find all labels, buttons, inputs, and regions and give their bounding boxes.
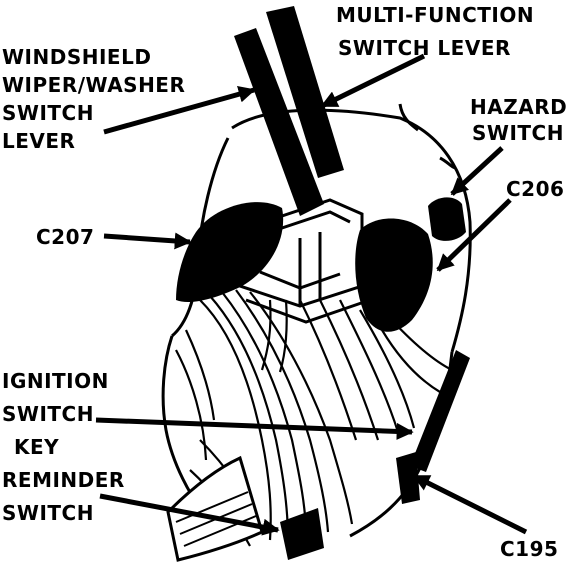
label-ignition-3: KEY bbox=[14, 435, 59, 459]
label-c207: C207 bbox=[36, 225, 94, 249]
arrow-windshield bbox=[103, 85, 256, 135]
arrow-c195 bbox=[412, 473, 528, 535]
label-multifunction-1: MULTI-FUNCTION bbox=[336, 3, 534, 27]
arrow-key-reminder bbox=[99, 493, 280, 536]
c207-connector bbox=[176, 202, 284, 303]
label-ignition-1: IGNITION bbox=[2, 369, 109, 393]
arrow-c206 bbox=[436, 198, 512, 272]
c206-connector bbox=[355, 218, 433, 332]
wiper-washer-lever bbox=[234, 28, 324, 216]
label-windshield-3: SWITCH bbox=[2, 101, 94, 125]
hazard-switch-knob bbox=[428, 197, 466, 241]
label-c195: C195 bbox=[500, 537, 558, 561]
arrow-multifunction bbox=[320, 53, 426, 109]
leader-arrows bbox=[95, 53, 528, 536]
labels: MULTI-FUNCTION SWITCH LEVER WINDSHIELD W… bbox=[2, 3, 567, 561]
multifunction-lever bbox=[266, 6, 344, 178]
key-reminder-switch bbox=[280, 508, 324, 560]
label-windshield-1: WINDSHIELD bbox=[2, 45, 151, 69]
label-hazard-1: HAZARD bbox=[470, 95, 567, 119]
label-windshield-4: LEVER bbox=[2, 129, 75, 153]
label-ignition-2: SWITCH bbox=[2, 402, 94, 426]
label-windshield-2: WIPER/WASHER bbox=[2, 73, 185, 97]
label-multifunction-2: SWITCH LEVER bbox=[338, 36, 511, 60]
arrow-hazard bbox=[450, 146, 504, 196]
ignition-switch-body bbox=[410, 350, 470, 472]
label-hazard-2: SWITCH bbox=[472, 121, 564, 145]
arrow-c207 bbox=[103, 232, 192, 250]
arrow-ignition bbox=[95, 417, 414, 440]
c195-connector bbox=[396, 452, 420, 504]
label-ignition-5: SWITCH bbox=[2, 501, 94, 525]
label-c206: C206 bbox=[506, 177, 564, 201]
label-ignition-4: REMINDER bbox=[2, 468, 125, 492]
column-shaft bbox=[166, 455, 264, 562]
